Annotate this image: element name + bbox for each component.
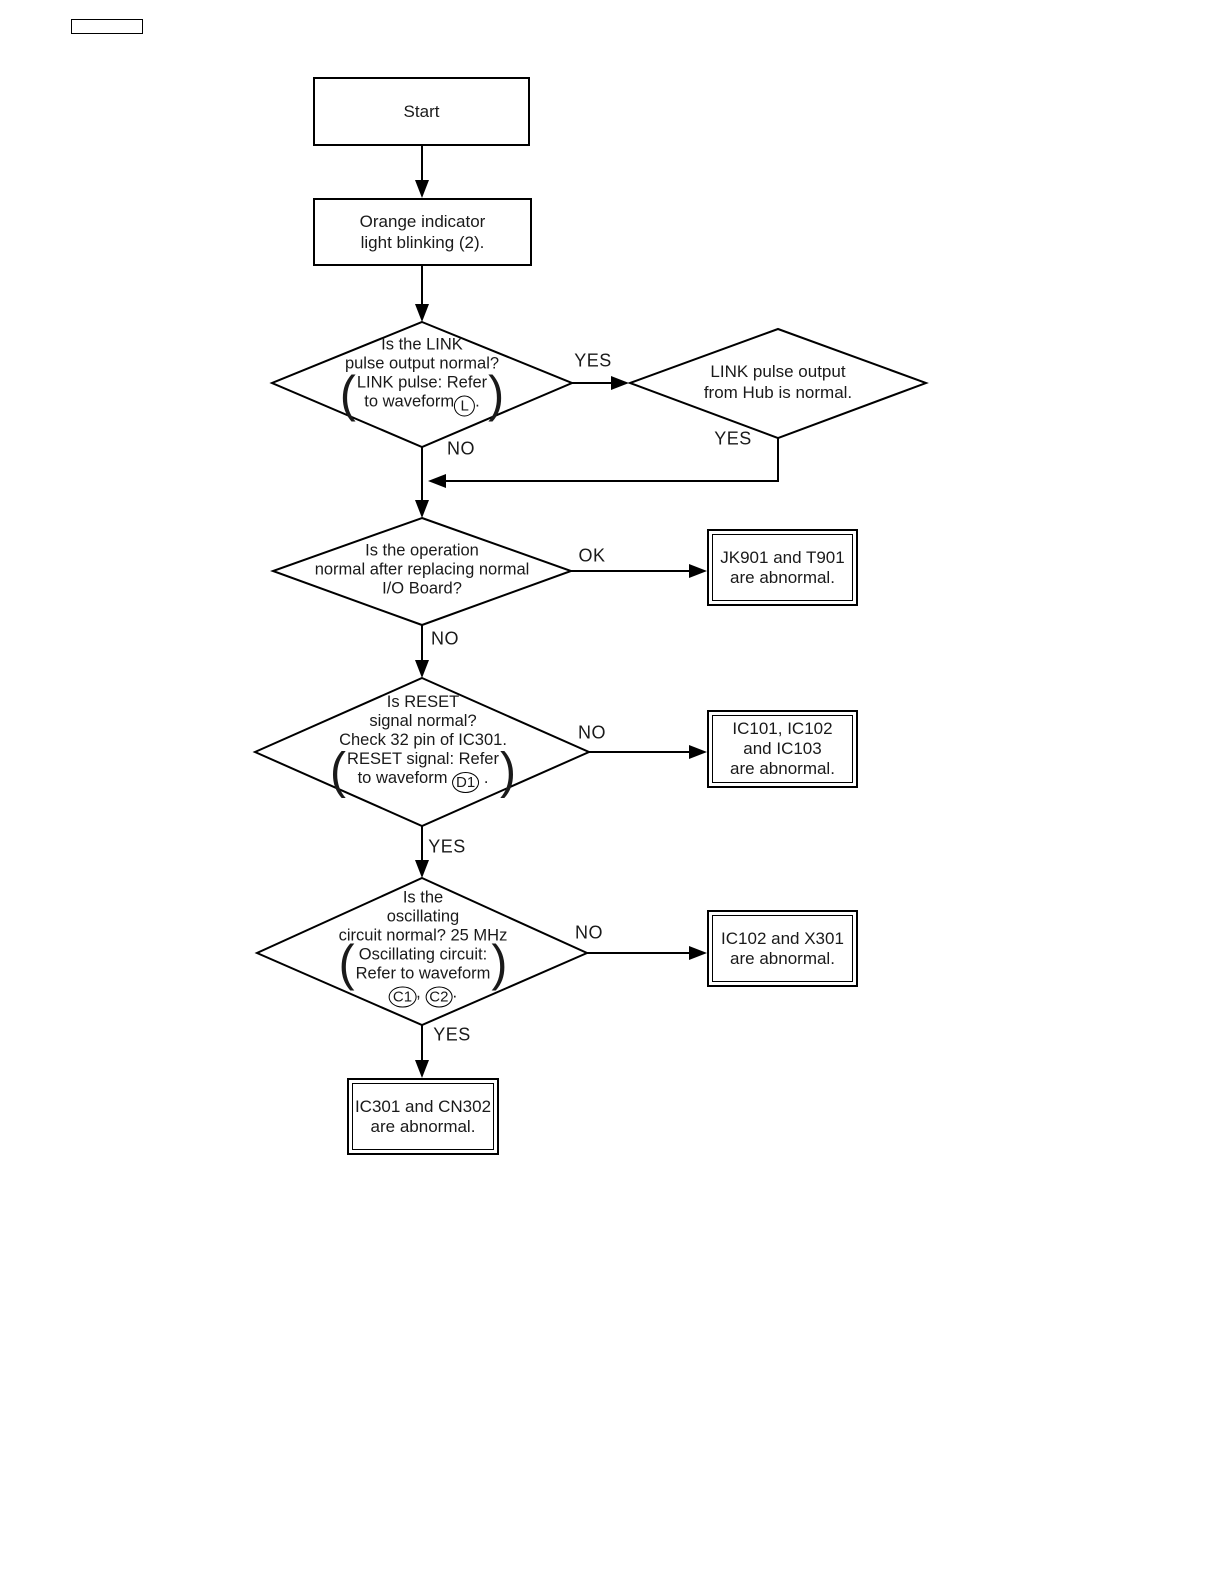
- start-node: Start: [313, 77, 530, 146]
- arrowhead: [415, 500, 429, 518]
- waveform-d1-circle: D1: [452, 772, 480, 793]
- open-paren: (: [338, 936, 355, 992]
- close-paren: ): [488, 366, 505, 423]
- link-paren-line2: to waveform: [364, 392, 455, 411]
- arrowhead: [611, 376, 629, 390]
- result-ic301-node: IC301 and CN302 are abnormal.: [347, 1078, 499, 1155]
- label-reset-yes: YES: [428, 836, 466, 857]
- result-jk901-label: JK901 and T901 are abnormal.: [720, 547, 845, 587]
- label-reset-no: NO: [578, 722, 606, 743]
- reset-paren-group: ( RESET signal: Refer to waveform D1 . ): [329, 743, 517, 799]
- osc-line2: oscillating: [386, 907, 460, 926]
- decision-operation-text: Is the operation normal after replacing …: [314, 541, 530, 598]
- osc-post: .: [452, 983, 458, 1002]
- close-paren: ): [491, 936, 508, 992]
- indicator-label: Orange indicator light blinking (2).: [359, 212, 486, 252]
- result-ic101-label: IC101, IC102 and IC103 are abnormal.: [730, 719, 835, 778]
- label-osc-yes: YES: [433, 1024, 471, 1045]
- label-link-yes: YES: [574, 350, 612, 371]
- result-jk901-node: JK901 and T901 are abnormal.: [707, 529, 858, 606]
- decision-oscillating-shape: [254, 876, 590, 1027]
- start-label: Start: [403, 102, 440, 121]
- label-operation-no: NO: [431, 628, 459, 649]
- decision-oscillating-text: Is the oscillating circuit normal? 25 MH…: [338, 889, 509, 1008]
- page-corner-box: [71, 19, 143, 34]
- reset-paren-post: .: [479, 769, 489, 787]
- osc-line1: Is the: [402, 888, 444, 907]
- arrowhead: [689, 564, 707, 578]
- link-line1: Is the LINK: [381, 335, 463, 354]
- label-osc-no: NO: [575, 922, 603, 943]
- decision-hub-shape: [627, 327, 929, 440]
- waveform-c1-circle: C1: [388, 986, 417, 1008]
- reset-line3: Check 32 pin of IC301.: [339, 731, 507, 749]
- waveform-l-circle: L: [454, 395, 476, 417]
- arrowhead: [415, 1060, 429, 1078]
- decision-reset-shape: [252, 676, 592, 828]
- label-link-no: NO: [447, 438, 475, 459]
- decision-hub-text: LINK pulse output from Hub is normal.: [703, 362, 853, 402]
- decision-reset-text: Is RESET signal normal? Check 32 pin of …: [329, 693, 517, 799]
- arrowhead: [689, 745, 707, 759]
- osc-paren-line2: Refer to waveform: [355, 964, 491, 983]
- open-paren: (: [330, 743, 347, 799]
- close-paren: ): [499, 743, 516, 799]
- arrowhead: [415, 304, 429, 322]
- reset-paren-line2: to waveform: [357, 769, 453, 787]
- result-ic101-node: IC101, IC102 and IC103 are abnormal.: [707, 710, 858, 788]
- arrowhead: [689, 946, 707, 960]
- open-paren: (: [339, 366, 356, 423]
- result-ic301-label: IC301 and CN302 are abnormal.: [354, 1096, 492, 1136]
- osc-paren-line1: Oscillating circuit:: [358, 945, 488, 964]
- decision-operation-shape: [270, 516, 574, 627]
- osc-separator: ,: [416, 983, 426, 1002]
- decision-link-pulse-text: Is the LINK pulse output normal? ( LINK …: [339, 335, 505, 423]
- osc-line3: circuit normal? 25 MHz: [338, 926, 508, 945]
- arrowhead: [415, 860, 429, 878]
- link-paren-post: .: [475, 392, 480, 411]
- label-operation-ok: OK: [578, 545, 606, 566]
- reset-line1: Is RESET: [386, 693, 460, 711]
- osc-paren-group: ( Oscillating circuit: Refer to waveform…: [338, 936, 509, 992]
- label-hub-yes: YES: [714, 428, 752, 449]
- arrowhead: [428, 474, 446, 488]
- edge-hub-yes-loop: [438, 438, 779, 482]
- reset-paren-line1: RESET signal: Refer: [347, 750, 499, 768]
- link-line2: pulse output normal?: [344, 354, 500, 373]
- waveform-c2-circle: C2: [425, 986, 453, 1008]
- link-paren-line1: LINK pulse: Refer: [356, 373, 488, 392]
- decision-link-pulse-shape: [269, 320, 575, 449]
- arrowhead: [415, 660, 429, 678]
- indicator-node: Orange indicator light blinking (2).: [313, 198, 532, 266]
- osc-waveform-line: C1, C2.: [338, 984, 509, 1008]
- arrowhead: [415, 180, 429, 198]
- result-ic102-node: IC102 and X301 are abnormal.: [707, 910, 858, 987]
- reset-line2: signal normal?: [369, 712, 477, 730]
- result-ic102-label: IC102 and X301 are abnormal.: [721, 928, 844, 968]
